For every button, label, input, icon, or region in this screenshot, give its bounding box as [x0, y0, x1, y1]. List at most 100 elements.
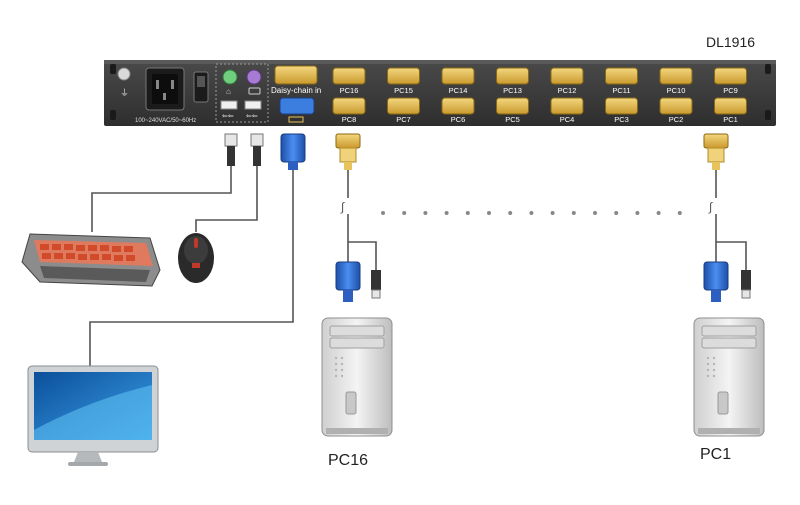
vga-port-pc16	[332, 67, 366, 85]
usb-plug	[224, 133, 238, 147]
usb-port	[220, 100, 238, 110]
pc16-cable-assembly: ∫	[335, 133, 381, 302]
cable-break-icon: ∫	[340, 200, 345, 214]
mouse-symbol-icon: ⌂	[226, 87, 231, 96]
usb-plug	[250, 133, 264, 147]
cable-break-icon: ∫	[708, 200, 713, 214]
vga-port-pc10	[659, 67, 693, 85]
vga-blue-plug	[335, 261, 361, 291]
vga-gold-plug	[703, 133, 729, 149]
vga-port-pc2	[659, 97, 693, 115]
pc1-tower-icon	[693, 317, 765, 437]
port-label-pc14: PC14	[449, 86, 468, 95]
model-label: DL1916	[706, 34, 756, 50]
rack-hole	[765, 110, 771, 120]
usb-plug-body	[253, 146, 261, 166]
ellipsis-dot	[529, 211, 534, 215]
rack-hole	[110, 110, 116, 120]
mouse-icon	[178, 233, 214, 283]
ellipsis-dot	[656, 211, 661, 215]
ellipsis-dot	[571, 211, 576, 215]
port-label-pc13: PC13	[503, 86, 522, 95]
monitor-cable	[89, 170, 294, 366]
vga-blue-plug	[280, 133, 306, 163]
vga-blue-plug-neck	[288, 162, 298, 170]
ellipsis-dot	[677, 211, 682, 215]
vga-port-pc8	[332, 97, 366, 115]
vga-port-pc3	[605, 97, 638, 115]
mouse-cable	[195, 166, 258, 232]
usb-icon: ⇐⇐	[222, 113, 234, 120]
power-spec: 100~240VAC/50~60Hz	[135, 118, 196, 124]
port-label-pc16: PC16	[340, 86, 359, 95]
rack-hole	[110, 64, 116, 74]
ellipsis-dot	[508, 211, 513, 215]
ground-symbol-icon: ⏚	[120, 88, 129, 98]
pc1-caption: PC1	[700, 446, 732, 463]
ellipsis-dot	[614, 211, 619, 215]
power-inlet	[145, 67, 185, 111]
vga-port-pc7	[387, 97, 420, 115]
vga-gold-plug	[335, 133, 361, 149]
ellipsis-dot	[444, 211, 449, 215]
peripheral-cables	[89, 133, 306, 366]
ellipsis-dot	[593, 211, 597, 215]
vga-blue-plug	[703, 261, 729, 291]
port-label-pc11: PC11	[612, 86, 630, 95]
vga-port-pc4	[550, 97, 584, 115]
keyboard-icon	[21, 233, 161, 287]
monitor-symbol-icon	[288, 116, 304, 123]
port-label-pc7: PC7	[396, 115, 411, 124]
daisy-chain-label: Daisy-chain in	[271, 86, 321, 95]
vga-port-pc6	[441, 97, 475, 115]
ground-screw-icon	[117, 67, 131, 81]
ellipsis-dot	[423, 211, 428, 215]
vga-port-pc13	[496, 67, 529, 85]
ellipsis-dot	[635, 211, 640, 215]
usb-plug	[741, 289, 751, 299]
port-label-pc5: PC5	[505, 115, 520, 124]
daisy-chain-port	[274, 65, 318, 85]
ellipsis-dot	[381, 211, 385, 215]
vga-port-pc15	[387, 67, 420, 85]
port-label-pc15: PC15	[394, 86, 413, 95]
usb-port	[244, 100, 262, 110]
ellipsis-dot	[487, 211, 491, 215]
port-label-pc10: PC10	[667, 86, 686, 95]
port-label-pc2: PC2	[669, 115, 684, 124]
power-switch	[193, 71, 209, 103]
monitor-stand	[74, 452, 102, 462]
more-computers-ellipsis	[381, 211, 682, 215]
vga-port-pc14	[441, 67, 475, 85]
ps2-keyboard-port	[246, 69, 262, 85]
monitor-icon	[27, 365, 159, 466]
pc1-cable-assembly: ∫	[703, 133, 751, 302]
vga-port-pc12	[550, 67, 584, 85]
keyboard-cable	[91, 166, 232, 232]
usb-icon: ⇐⇐	[246, 113, 258, 120]
ellipsis-dot	[402, 211, 407, 215]
usb-plug-body	[371, 270, 381, 290]
port-label-pc8: PC8	[342, 115, 357, 124]
usb-plug	[371, 289, 381, 299]
vga-port-pc1	[714, 97, 747, 115]
keyboard-symbol-icon	[248, 87, 261, 95]
port-label-pc4: PC4	[560, 115, 575, 124]
port-label-pc1: PC1	[723, 115, 738, 124]
port-label-pc12: PC12	[558, 86, 577, 95]
usb-plug-body	[227, 146, 235, 166]
pc16-caption: PC16	[328, 452, 369, 469]
ellipsis-dot	[550, 211, 555, 215]
pc16-tower-icon	[321, 317, 393, 437]
port-label-pc9: PC9	[723, 86, 738, 95]
vga-port-pc11	[605, 67, 638, 85]
kvm-rear-panel: ⏚ 100~240VAC/50~60Hz ⌂	[104, 60, 776, 126]
port-label-pc6: PC6	[451, 115, 466, 124]
rack-hole	[765, 64, 771, 74]
vga-port-pc9	[714, 67, 747, 85]
vga-port-pc5	[496, 97, 529, 115]
port-label-pc3: PC3	[614, 115, 629, 124]
console-section	[215, 63, 269, 123]
